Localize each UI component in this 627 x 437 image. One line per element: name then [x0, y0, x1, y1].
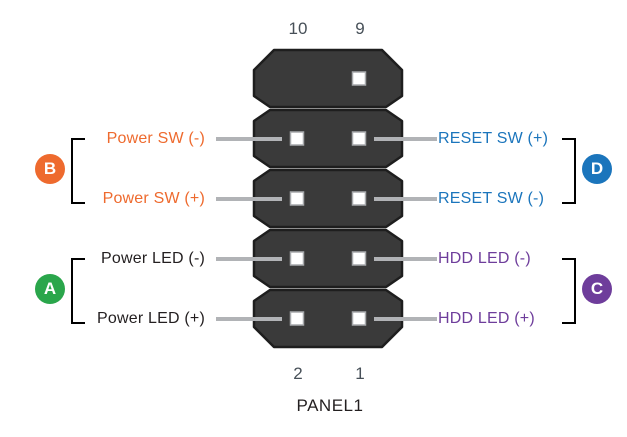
group-bracket-d	[562, 138, 576, 204]
header-row-power-sw-plus-reset-sw-minus	[252, 168, 404, 229]
pin-power-sw-plus-square	[289, 191, 305, 206]
pin-number-9: 9	[355, 19, 365, 38]
pin-9-square	[351, 71, 367, 86]
group-badge-c: C	[582, 274, 612, 304]
pin-number-2: 2	[293, 364, 303, 383]
pin-power-led-minus-square	[289, 251, 305, 266]
pin-reset-sw-plus-square	[351, 131, 367, 146]
pin-power-sw-minus-square	[289, 131, 305, 146]
leader-line-reset-sw-plus	[374, 137, 437, 141]
header-row-power-led-minus-hdd-led-minus	[252, 228, 404, 289]
pin-number-10: 10	[288, 19, 308, 38]
connector-name: PANEL1	[296, 396, 364, 415]
label-hdd-led-plus: HDD LED (+)	[438, 310, 535, 327]
header-row-pins-10-9	[252, 48, 404, 109]
label-power-sw-minus: Power SW (-)	[106, 130, 205, 147]
group-badge-b: B	[35, 154, 65, 184]
leader-line-hdd-led-minus	[374, 257, 437, 261]
pin-power-led-plus-square	[289, 311, 305, 326]
group-bracket-a	[71, 258, 85, 324]
leader-line-reset-sw-minus	[374, 197, 437, 201]
label-power-sw-plus: Power SW (+)	[102, 190, 205, 207]
pin-hdd-led-plus-square	[351, 311, 367, 326]
pin-reset-sw-minus-square	[351, 191, 367, 206]
header-row-power-sw-minus-reset-sw-plus	[252, 108, 404, 169]
group-badge-d: D	[582, 154, 612, 184]
leader-line-power-sw-plus	[216, 197, 282, 201]
pin-hdd-led-minus-square	[351, 251, 367, 266]
label-hdd-led-minus: HDD LED (-)	[438, 250, 531, 267]
group-badge-a: A	[35, 274, 65, 304]
leader-line-power-led-plus	[216, 317, 282, 321]
leader-line-hdd-led-plus	[374, 317, 437, 321]
label-reset-sw-plus: RESET SW (+)	[438, 130, 549, 147]
group-bracket-c	[562, 258, 576, 324]
leader-line-power-led-minus	[216, 257, 282, 261]
pin-number-1: 1	[355, 364, 365, 383]
header-row-pins-2-1	[252, 288, 404, 349]
label-reset-sw-minus: RESET SW (-)	[438, 190, 545, 207]
leader-line-power-sw-minus	[216, 137, 282, 141]
label-power-led-plus: Power LED (+)	[97, 310, 205, 327]
label-power-led-minus: Power LED (-)	[101, 250, 205, 267]
group-bracket-b	[71, 138, 85, 204]
